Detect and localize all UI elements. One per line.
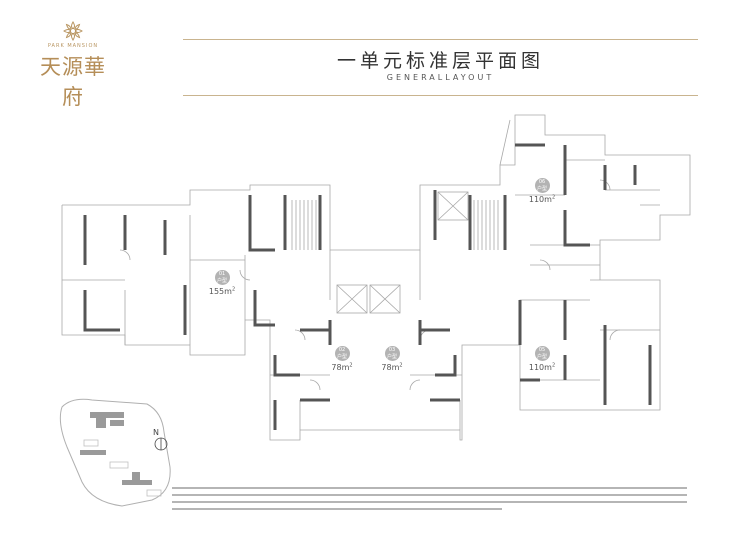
site-key-plan [59,398,171,507]
page-title: 一单元标准层平面图 [336,50,544,72]
unit-area: 110m2 [528,362,556,372]
header-bottom-rule [183,95,698,96]
unit-number: 01 [218,271,226,277]
unit-area: 110m2 [528,194,556,204]
compass-north-label: N [153,428,159,437]
unit-area: 78m2 [381,362,403,372]
unit-type: 户型 [536,186,547,192]
compass-icon [154,437,168,451]
unit-badge: 02 户型 [334,346,350,361]
unit-label-05: 05 户型 110m2 [525,346,559,372]
disclaimer-fine-print [172,487,687,510]
unit-label-02: 02 户型 78m2 [327,346,357,372]
unit-type: 户型 [536,354,547,360]
unit-number: 02 [338,347,346,353]
unit-number: 05 [538,347,546,353]
unit-type: 户型 [216,278,227,284]
unit-area: 155m2 [208,286,236,296]
unit-type: 户型 [336,354,347,360]
unit-badge: 05 户型 [534,346,550,361]
unit-badge: 06 户型 [534,178,550,193]
page-subtitle: GENERALLAYOUT [386,73,495,82]
unit-type: 户型 [386,354,397,360]
unit-number: 03 [388,347,396,353]
unit-badge: 01 户型 [214,270,230,285]
flower-emblem-icon [63,21,83,41]
unit-badge: 03 户型 [384,346,400,361]
brand-logo: PARK MANSION 天源華府 [30,20,116,111]
unit-label-01: 01 户型 155m2 [207,270,237,296]
unit-label-06: 06 户型 110m2 [525,178,559,204]
logo-tagline: PARK MANSION [47,43,99,49]
unit-area: 78m2 [331,362,353,372]
unit-label-03: 03 户型 78m2 [377,346,407,372]
logo-name: 天源華府 [40,55,106,109]
unit-number: 06 [538,179,546,185]
header-top-rule [183,39,698,40]
